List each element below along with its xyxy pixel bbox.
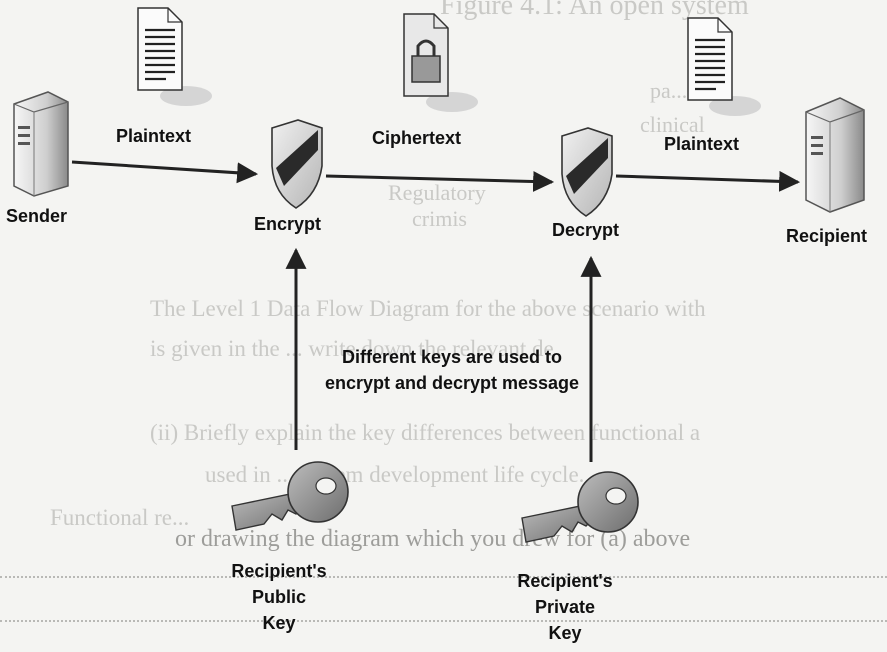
bleed-box-text-2: crimis <box>412 206 467 231</box>
bleed-line-2: is given in the ... write down the relev… <box>150 336 554 361</box>
decrypt-label: Decrypt <box>552 220 620 240</box>
arrow-sender-to-encrypt <box>71 160 259 184</box>
private-key-label-line-1: Recipient's <box>517 571 613 591</box>
plaintext-document-icon-left <box>137 7 212 106</box>
bleed-line-1: The Level 1 Data Flow Diagram for the ab… <box>150 296 706 321</box>
bleed-box-text-4: clinical <box>640 112 705 137</box>
sender-label: Sender <box>6 206 68 226</box>
encrypt-shield-icon <box>271 119 323 209</box>
bleed-line-5: Functional re... <box>50 505 190 530</box>
public-key-label-line-3: Key <box>262 613 296 633</box>
encrypt-label: Encrypt <box>254 214 322 234</box>
private-key-label-line-2: Private <box>534 597 596 617</box>
public-key-icon <box>231 461 349 531</box>
plaintext-label-left: Plaintext <box>116 126 192 146</box>
recipient-server-icon <box>805 97 865 213</box>
public-key-label-line-2: Public <box>251 587 306 607</box>
dotted-rule-1 <box>0 576 887 578</box>
ciphertext-locked-document-icon <box>403 13 478 112</box>
note-line-2: encrypt and decrypt message <box>324 373 580 393</box>
bleed-line-3: (ii) Briefly explain the key differences… <box>150 420 701 445</box>
note-line-1: Different keys are used to <box>341 347 563 367</box>
bleed-line-4: used in ... system development life cycl… <box>205 462 585 487</box>
bleed-box-text-1: Regulatory <box>388 180 486 205</box>
arrow-decrypt-to-recipient <box>615 170 801 192</box>
dotted-rule-2 <box>0 620 887 622</box>
bleed-box-text-3: pa... <box>650 78 688 103</box>
decrypt-shield-icon <box>561 127 613 217</box>
public-key-label: Recipient's Public Key <box>214 558 344 636</box>
sender-server-icon <box>13 91 69 197</box>
recipient-label: Recipient <box>786 226 868 246</box>
bleed-top-title: Figure 4.1: An open system <box>440 0 749 21</box>
plaintext-document-icon-right <box>687 17 761 116</box>
private-key-label: Recipient's Private Key <box>500 568 630 646</box>
ciphertext-label: Ciphertext <box>372 128 462 148</box>
plaintext-label-right: Plaintext <box>664 134 740 154</box>
arrow-encrypt-to-decrypt <box>325 171 555 192</box>
private-key-label-line-3: Key <box>548 623 582 643</box>
different-keys-note: Different keys are used to encrypt and d… <box>292 344 612 396</box>
public-key-label-line-1: Recipient's <box>231 561 327 581</box>
private-key-icon <box>521 471 639 543</box>
